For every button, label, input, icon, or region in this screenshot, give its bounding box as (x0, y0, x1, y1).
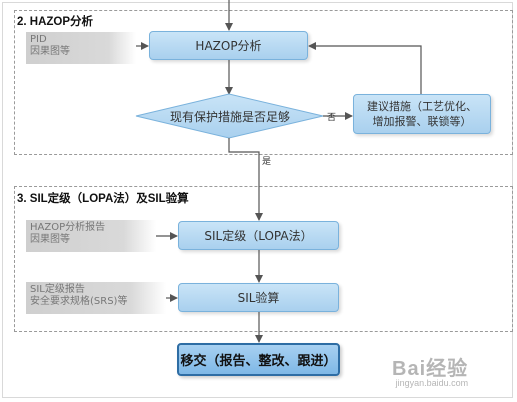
sil-rating-node: SIL定级（LOPA法） (178, 221, 339, 250)
sil-verify-input-line: SIL定级报告 (30, 284, 85, 295)
sil-section-title: 3. SIL定级（LOPA法）及SIL验算 (17, 193, 189, 205)
yes-edge-label: 是 (262, 157, 272, 167)
watermark-logo: Bai经验 (392, 358, 469, 380)
baidu-watermark: Bai经验 jingyan.baidu.com (392, 352, 468, 388)
hazop-section (14, 10, 513, 155)
sil-verify-input-note: SIL定级报告 安全要求规格(SRS)等 (26, 282, 166, 314)
sil-verify-input-line: 安全要求规格(SRS)等 (30, 296, 128, 307)
suggestion-label-line: 建议措施（工艺优化、 (367, 100, 477, 113)
sil-rating-label: SIL定级（LOPA法） (204, 229, 313, 243)
handover-node: 移交（报告、整改、跟进） (177, 343, 340, 376)
hazop-input-line: PID (30, 34, 47, 45)
arrow-suggestion-to-hazop (308, 42, 422, 94)
hazop-input-note: PID 因果图等 (26, 32, 136, 64)
suggestion-label-line: 增加报警、联锁等） (372, 115, 472, 128)
hazop-analysis-node: HAZOP分析 (149, 31, 308, 60)
decision-label: 现有保护措施是否足够 (169, 110, 290, 124)
arrow-decision-to-sil-rating (228, 138, 263, 221)
hazop-input-line: 因果图等 (30, 46, 70, 57)
watermark-url: jingyan.baidu.com (395, 378, 469, 388)
sil-rating-input-line: HAZOP分析报告 (30, 222, 106, 233)
suggestion-node: 建议措施（工艺优化、 增加报警、联锁等） (353, 94, 491, 134)
sil-rating-input-line: 因果图等 (30, 234, 70, 245)
sil-verify-label: SIL验算 (237, 291, 280, 305)
hazop-section-title: 2. HAZOP分析 (17, 16, 94, 28)
no-edge-label: 否 (327, 113, 337, 123)
sil-verify-node: SIL验算 (178, 283, 339, 312)
sil-rating-input-note: HAZOP分析报告 因果图等 (26, 220, 156, 252)
hazop-analysis-label: HAZOP分析 (195, 39, 262, 53)
handover-label: 移交（报告、整改、跟进） (180, 354, 337, 369)
sil-section (14, 186, 513, 332)
